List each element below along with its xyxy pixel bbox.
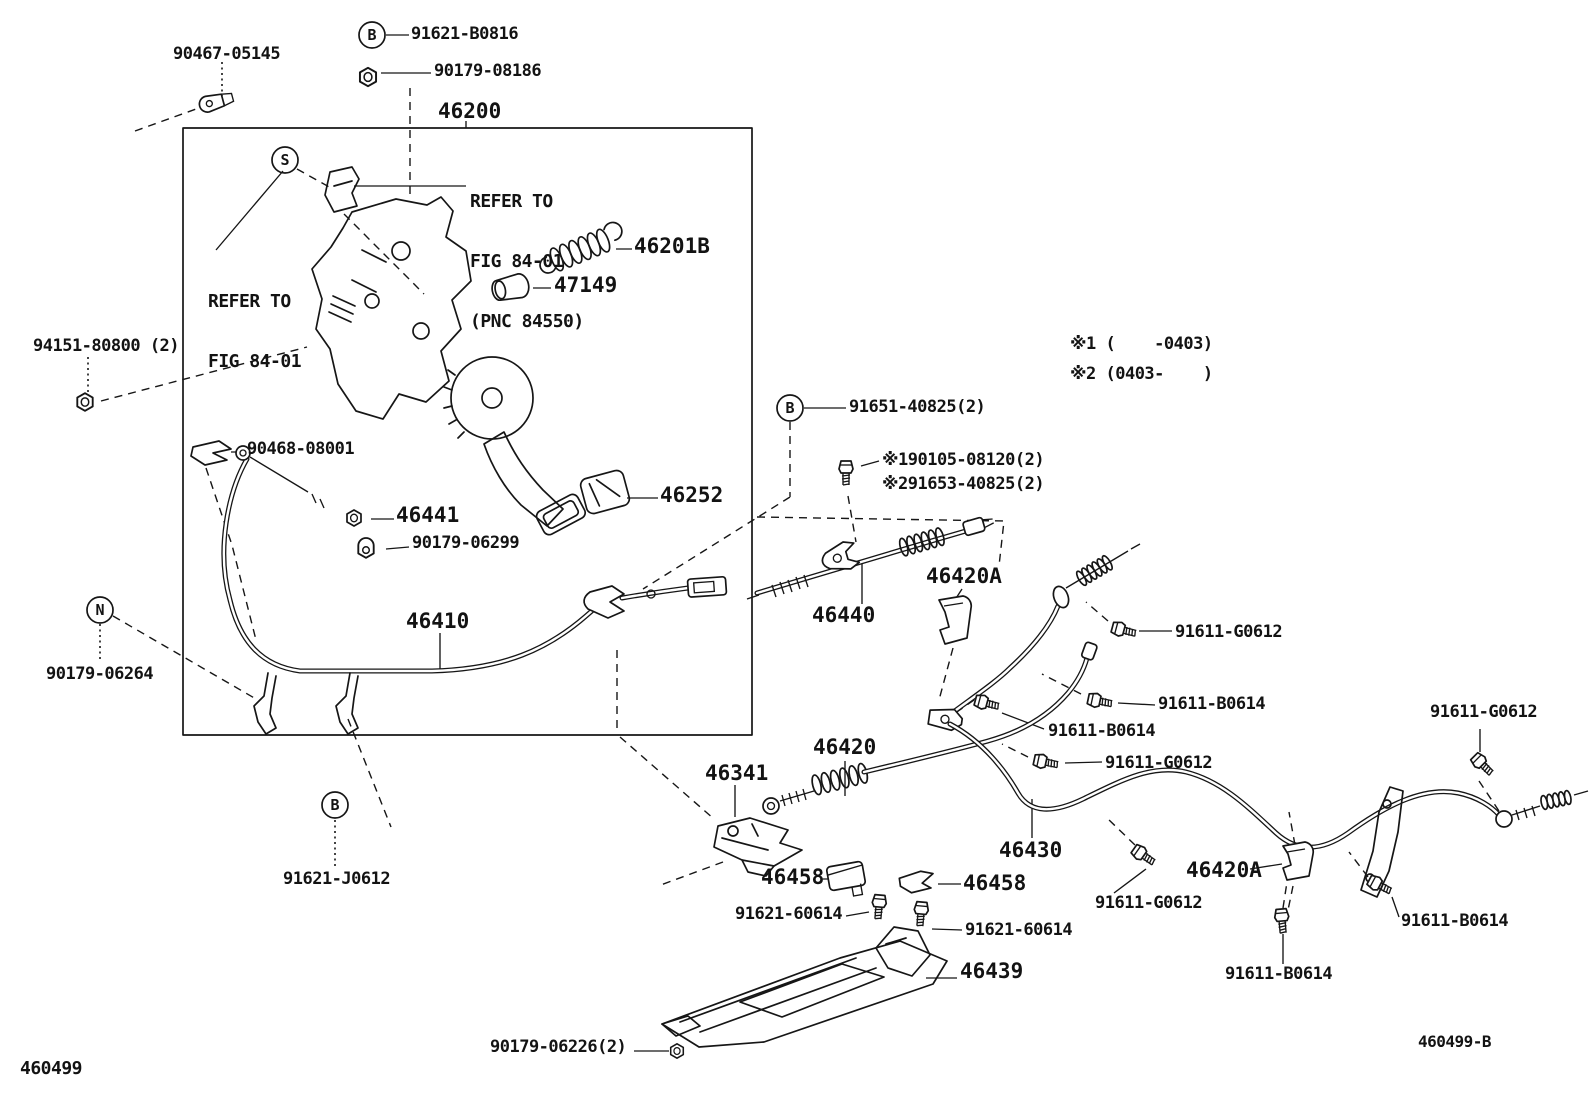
callout-circle-b-bottom: B [321, 791, 349, 819]
part-label-46341: 46341 [705, 761, 769, 785]
part-label-91621-60614-1: 91621-60614 [735, 904, 843, 924]
bolt-91611-B0614-2 [972, 692, 1002, 714]
part-label-90179-06264: 90179-06264 [46, 664, 154, 684]
part-label-91611-G0612-2: 91611-G0612 [1105, 753, 1213, 773]
bolt-91611-G0612-3 [1129, 842, 1159, 870]
part-label-46200: 46200 [438, 99, 502, 123]
refer-pnc-line3: (PNC 84550) [470, 311, 584, 332]
refer-pnc-line2: FIG 84-01 [470, 251, 564, 272]
bolt-91611-G0612-1 [1109, 619, 1139, 641]
part-label-91651-40825: 91651-40825(2) [849, 397, 986, 417]
bolt-91611-B0614-4 [1273, 907, 1291, 935]
part-label-90179-08186: 90179-08186 [434, 61, 542, 81]
refer-fig-line2: FIG 84-01 [208, 351, 302, 372]
refer-pnc-line1: REFER TO [470, 191, 553, 212]
bracket-46341 [713, 817, 803, 877]
pedal-arm [483, 431, 587, 536]
note-2: ※2 (0403- ) [1070, 364, 1213, 384]
refer-fig-line1: REFER TO [208, 291, 291, 312]
pedal-pad-46252 [579, 469, 631, 515]
part-label-91611-G0612-3: 91611-G0612 [1430, 702, 1538, 722]
figure-code-suffix: 460499-B [1418, 1032, 1492, 1051]
part-label-46439: 46439 [960, 959, 1024, 983]
part-label-46430: 46430 [999, 838, 1063, 862]
refer-to-pnc-block: REFER TO FIG 84-01 (PNC 84550) [470, 152, 584, 352]
ratchet-sector [443, 356, 534, 440]
refer-to-fig-block: REFER TO FIG 84-01 [208, 252, 302, 392]
part-label-91621-60614-2: 91621-60614 [965, 920, 1073, 940]
nut-46441 [346, 509, 362, 527]
part-label-91611-B0614-1: 91611-B0614 [1158, 694, 1266, 714]
part-label-94151-80800: 94151-80800 (2) [33, 336, 180, 356]
callout-circle-n: N [86, 596, 114, 624]
part-label-46440: 46440 [812, 603, 876, 627]
nut-90179-08186 [358, 66, 378, 88]
figure-code: 460499 [20, 1058, 83, 1079]
bolt-190105 [838, 460, 854, 486]
cable-clamp-46420A-2 [1282, 841, 1315, 881]
construction-dashed-lines [100, 88, 1500, 916]
part-label-46458-2: 46458 [963, 871, 1027, 895]
svg-text:B: B [785, 399, 794, 417]
capnut-90179-06299 [357, 537, 375, 559]
bolt-91611-B0614-1 [1085, 691, 1115, 712]
bolt-91611-G0612-right [1468, 750, 1497, 779]
dotted-leaders [87, 62, 336, 866]
nut-90179-06226 [669, 1043, 685, 1059]
pedal-bracket-assembly [311, 196, 472, 420]
intermediate-cable-46440 [746, 516, 995, 600]
bolt-91611-G0612-2 [1031, 752, 1061, 773]
part-label-91611-B0614-2: 91611-B0614 [1048, 721, 1156, 741]
part-label-90179-06299: 90179-06299 [412, 533, 520, 553]
svg-text:S: S [280, 151, 289, 169]
cable-clamp-46420A-1 [938, 595, 973, 645]
front-cable-46410 [221, 445, 728, 735]
part-label-91621-J0612: 91621-J0612 [283, 869, 391, 889]
svg-text:N: N [95, 601, 104, 619]
part-label-91621-B0816: 91621-B0816 [411, 24, 519, 44]
part-label-46420A-2: 46420A [1186, 858, 1262, 882]
clamp-84550 [324, 166, 360, 213]
clip-46458-2 [898, 870, 934, 894]
part-label-47149: 47149 [554, 273, 618, 297]
part-label-90467-05145: 90467-05145 [173, 44, 281, 64]
part-label-90105-08120: ※190105-08120(2) [882, 450, 1045, 470]
nut-94151-80800 [76, 392, 94, 412]
callout-circle-b-mid: B [776, 394, 804, 422]
bolt-91621-60614-1 [870, 893, 888, 921]
part-label-90179-06226: 90179-06226(2) [490, 1037, 627, 1057]
bushing-47149 [491, 273, 530, 301]
part-label-91611-B0614-4: 91611-B0614 [1225, 964, 1333, 984]
part-label-46420A-1: 46420A [926, 564, 1002, 588]
part-label-46252: 46252 [660, 483, 724, 507]
callout-circle-s: S [271, 146, 299, 174]
part-label-91611-B0614-3: 91611-B0614 [1401, 911, 1509, 931]
svg-text:B: B [330, 796, 339, 814]
part-label-46201B: 46201B [634, 234, 710, 258]
part-label-46410: 46410 [406, 609, 470, 633]
rear-cable-46420 [762, 641, 1098, 815]
part-label-46458-1: 46458 [761, 865, 825, 889]
assembly-box [182, 127, 753, 736]
part-label-46420: 46420 [813, 735, 877, 759]
damper-46458-1 [825, 860, 867, 897]
rear-cable-46430 [927, 543, 1589, 850]
part-label-90468-08001: 90468-08001 [247, 439, 355, 459]
protector-plate-46439 [661, 926, 948, 1048]
callout-circle-b-top: B [358, 21, 386, 49]
part-label-46441: 46441 [396, 503, 460, 527]
part-label-91611-G0612-4: 91611-G0612 [1095, 893, 1203, 913]
bolt-91621-60614-2 [912, 900, 930, 928]
svg-text:B: B [367, 26, 376, 44]
part-label-91653-40825: ※291653-40825(2) [882, 474, 1045, 494]
return-spring-46201B [539, 221, 623, 274]
note-1: ※1 ( -0403) [1070, 334, 1213, 354]
part-label-91611-G0612-1: 91611-G0612 [1175, 622, 1283, 642]
socket-bolt-90467 [198, 92, 235, 113]
clip-90468-08001 [190, 440, 232, 466]
